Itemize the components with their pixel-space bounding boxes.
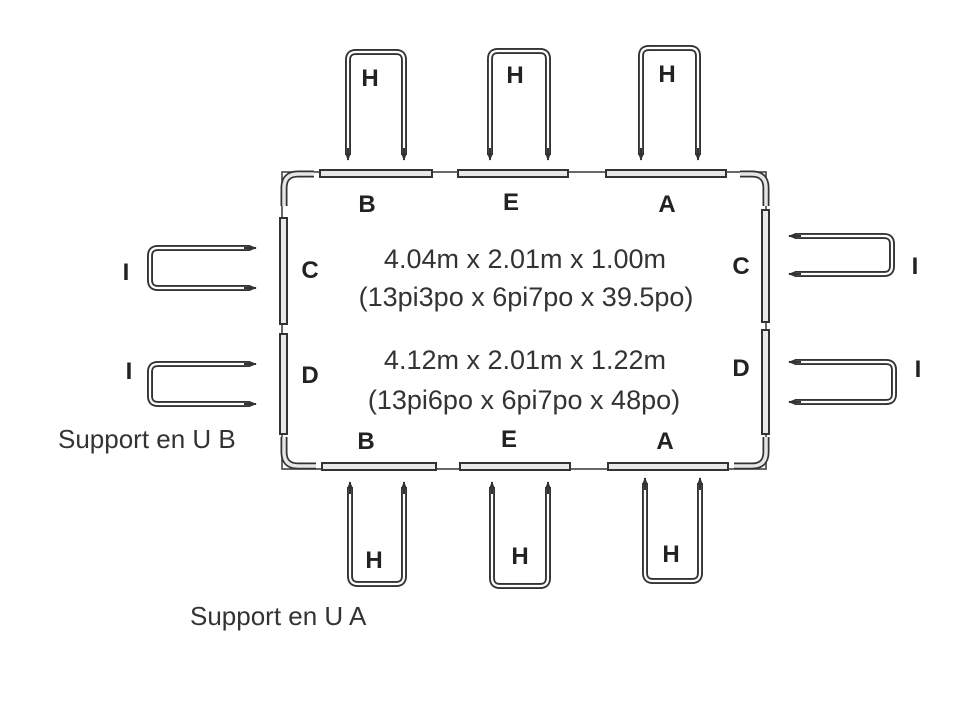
label-h-top-1: H: [361, 65, 378, 92]
bar-d-right: [761, 329, 770, 435]
label-i-left-2: I: [126, 358, 133, 385]
caption-support-a: Support en U A: [190, 601, 367, 631]
config-2-imperial: (13pi6po x 6pi7po x 48po): [368, 385, 680, 415]
label-h-bottom-2: H: [511, 543, 528, 570]
label-h-top-2: H: [506, 62, 523, 89]
label-i-right-2: I: [915, 356, 922, 383]
caption-support-b: Support en U B: [58, 424, 236, 454]
label-e-bottom: E: [501, 426, 517, 453]
label-h-bottom-1: H: [365, 547, 382, 574]
label-b-top: B: [358, 191, 375, 218]
bar-c-right: [761, 209, 770, 323]
label-a-top: A: [658, 191, 675, 218]
label-b-bottom: B: [357, 428, 374, 455]
bar-c-left: [279, 217, 288, 325]
label-i-left-1: I: [123, 259, 130, 286]
bar-b-bottom: [321, 462, 437, 471]
bar-d-left: [279, 333, 288, 435]
corner-pieces: [280, 170, 770, 470]
bar-e-top: [457, 169, 569, 178]
config-1-imperial: (13pi3po x 6pi7po x 39.5po): [359, 282, 694, 312]
bar-a-top: [605, 169, 727, 178]
bottom-bars: [321, 462, 729, 471]
config-2-metric: 4.12m x 2.01m x 1.22m: [384, 345, 666, 375]
u-supports-bottom: [346, 477, 704, 589]
label-h-bottom-3: H: [662, 541, 679, 568]
label-a-bottom: A: [656, 428, 673, 455]
config-1-metric: 4.04m x 2.01m x 1.00m: [384, 244, 666, 274]
label-h-top-3: H: [658, 61, 675, 88]
bar-a-bottom: [607, 462, 729, 471]
u-supports-right: [788, 232, 897, 406]
top-bars: [319, 169, 727, 178]
u-supports-left: [147, 244, 257, 408]
u-supports-top: [344, 45, 702, 161]
label-d-right: D: [732, 355, 749, 382]
side-bars: [279, 209, 770, 435]
label-c-right: C: [732, 253, 749, 280]
bar-e-bottom: [459, 462, 571, 471]
label-i-right-1: I: [912, 253, 919, 280]
label-d-left: D: [301, 362, 318, 389]
frame-outline: [281, 171, 767, 470]
label-c-left: C: [301, 257, 318, 284]
label-e-top: E: [503, 189, 519, 216]
bar-b-top: [319, 169, 433, 178]
